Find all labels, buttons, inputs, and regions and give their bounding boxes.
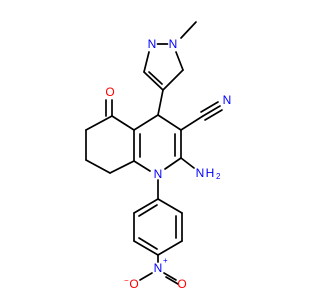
- nitrile-n-label: N: [223, 93, 232, 107]
- bond-nitrile-2: [200, 101, 219, 113]
- amino-n-label: N: [196, 166, 205, 180]
- bond-c4a-c4: [133, 114, 159, 131]
- bond-nitro-o2-b: [165, 276, 179, 285]
- bond-ph-4-5: [133, 240, 159, 256]
- bond-ph-6-1-inner: [138, 204, 158, 217]
- bond-ph-1-2: [157, 198, 183, 214]
- bond-ph-4-5-inner: [138, 237, 158, 250]
- bond-nitro-o2-a: [163, 272, 177, 281]
- bond-c3-cn: [180, 115, 204, 131]
- pyrazole-n1-label: N: [148, 37, 157, 51]
- bond-pyrazole-c4-c5: [143, 71, 164, 91]
- bond-c4a-c5: [111, 115, 135, 131]
- bond-c5-c6: [85, 115, 113, 131]
- amino-h-label: H: [206, 166, 215, 180]
- bond-methyl: [180, 21, 197, 39]
- ketone-o-label: O: [105, 85, 114, 99]
- nitro-n-label: N: [154, 261, 163, 275]
- bond-c4-c3: [157, 114, 182, 131]
- bond-c7-c8: [85, 159, 111, 174]
- nitro-o1-label: O: [129, 277, 138, 291]
- atom-labels: N N N O N H 2 N N + O − O: [105, 37, 231, 291]
- nitro-o1-charge: −: [124, 276, 129, 285]
- bond-pyrazole-c5-n1: [143, 51, 150, 73]
- bond-pyrazole-n2-c3: [175, 51, 184, 71]
- bond-pyrazole-c4: [157, 89, 164, 116]
- bond-ph-6-1: [133, 198, 159, 214]
- bond-n1-c8a: [133, 160, 151, 172]
- nitro-n-charge: +: [163, 256, 168, 265]
- ring-n-label: N: [154, 167, 163, 181]
- bond-pyrazole-c4-c5-inner: [148, 71, 163, 85]
- bond-pyrazole-c3-c4: [162, 69, 184, 91]
- bonds: [85, 21, 223, 285]
- pyrazole-n2-label: N: [169, 37, 178, 51]
- bond-nitrile-1: [202, 105, 221, 117]
- amino-h-count: 2: [216, 172, 221, 181]
- bond-c8-c8a: [109, 160, 135, 174]
- nitro-o2-label: O: [177, 277, 186, 291]
- bond-nitrile-3: [204, 109, 223, 121]
- molecule-structure: N N N O N H 2 N N + O − O: [85, 21, 231, 291]
- bond-ph-3-4: [157, 240, 183, 256]
- bond-nitro-o1: [139, 272, 153, 281]
- bond-c2-n1: [164, 157, 182, 170]
- bond-c2-nh2: [180, 157, 195, 169]
